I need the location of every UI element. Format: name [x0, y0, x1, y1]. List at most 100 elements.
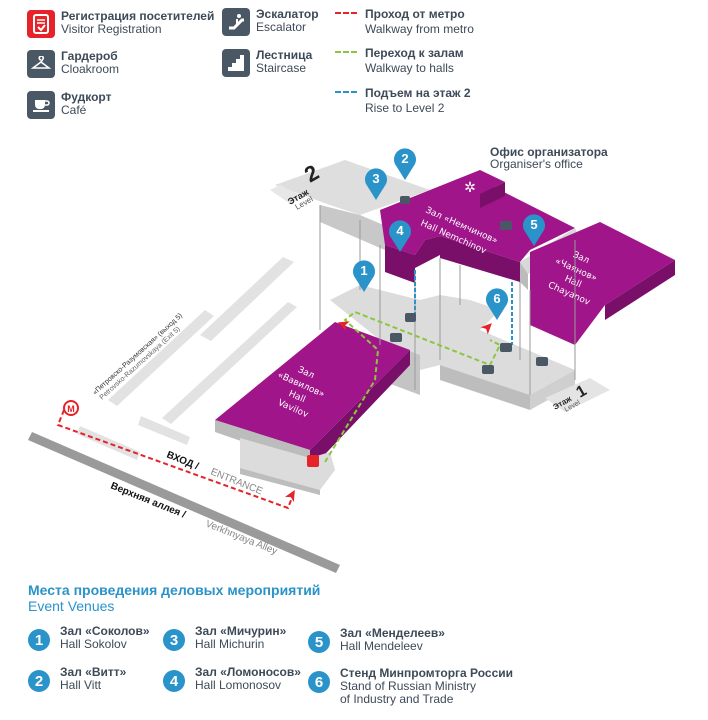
legend-label-ru: Подъем на этаж 2	[365, 86, 471, 100]
venues-title-en: Event Venues	[28, 598, 115, 614]
venue-name-en: Hall Lomonosov	[195, 678, 282, 692]
venue-name-en-line2: of Industry and Trade	[340, 692, 454, 706]
venue-pin-label: 1	[360, 263, 367, 278]
map-facility-icons	[307, 196, 548, 467]
route-walkway-from-metro	[56, 409, 294, 510]
venue-pin-label: 2	[401, 151, 408, 166]
venue-item-3: 3 Зал «Мичурин»Hall Michurin	[163, 625, 286, 651]
route-walkway-to-halls	[324, 310, 502, 463]
coffee-cup-icon	[27, 91, 55, 119]
staircase-icon	[222, 49, 250, 77]
escalator-icon	[500, 221, 512, 230]
registration-icon	[307, 455, 319, 467]
level-2-floor	[270, 160, 430, 250]
venue-pin-label: 5	[530, 217, 537, 232]
venue-item-1: 1 Зал «Соколов»Hall Sokolov	[28, 625, 150, 651]
map-pin-icon	[394, 148, 416, 180]
venue-number-badge: 2	[28, 670, 50, 692]
venue-name-ru: Зал «Соколов»	[60, 624, 150, 638]
metro-m-glyph: M	[67, 404, 75, 414]
organiser-office-ru: Офис организатора	[490, 145, 608, 159]
venues-title-ru: Места проведения деловых мероприятий	[28, 582, 321, 598]
legend-label-en: Walkway to halls	[365, 61, 454, 75]
venue-name-ru: Зал «Витт»	[60, 665, 127, 679]
food-court-icon	[405, 313, 416, 322]
registration-icon	[27, 10, 55, 38]
venue-number-badge: 3	[163, 629, 185, 651]
venue-pin-3[interactable]: 3	[365, 168, 387, 200]
legend-label-ru: Эскалатор	[256, 7, 319, 21]
blue-dashed-line-icon	[335, 91, 357, 93]
venue-pin-2[interactable]: 2	[394, 148, 416, 180]
venue-name-ru: Зал «Менделеев»	[340, 626, 445, 640]
hanger-icon	[27, 50, 55, 78]
legend-label-ru: Проход от метро	[365, 7, 465, 21]
legend-label-ru: Регистрация посетителей	[61, 9, 215, 23]
level-1-tag	[545, 378, 610, 412]
venue-name-ru: Зал «Мичурин»	[195, 624, 287, 638]
venue-number-badge: 5	[308, 631, 330, 653]
venue-number-badge: 1	[28, 629, 50, 651]
organiser-office-en: Organiser's office	[490, 157, 583, 171]
legend-label-en: Rise to Level 2	[365, 101, 445, 115]
venue-name-ru: Стенд Минпромторга России	[340, 666, 514, 680]
road	[28, 432, 340, 573]
legend-label-en: Walkway from metro	[365, 22, 474, 36]
organiser-office-icon: ✲	[464, 179, 476, 195]
venue-pin-6[interactable]: 6	[486, 288, 508, 320]
venue-pins: 1 2 3 4 5 6	[353, 148, 545, 320]
legend-label-ru: Переход к залам	[365, 46, 464, 60]
escalator-icon	[222, 8, 250, 36]
map-pin-icon	[353, 260, 376, 292]
food-court-icon	[400, 196, 410, 204]
organiser-office-label: Офис организатора Organiser's office	[490, 146, 608, 170]
venue-pin-4[interactable]: 4	[389, 220, 412, 252]
venue-name-ru: Зал «Ломоносов»	[195, 665, 301, 679]
venue-name-en: Hall Sokolov	[60, 637, 127, 651]
red-dashed-line-icon	[335, 12, 357, 14]
venue-number-badge: 4	[163, 670, 185, 692]
venue-item-2: 2 Зал «Витт»Hall Vitt	[28, 666, 126, 692]
hall-vavilov	[215, 322, 410, 495]
venue-name-en: Hall Mendeleev	[340, 639, 423, 653]
venue-pin-5[interactable]: 5	[523, 214, 545, 246]
map-pin-icon	[486, 288, 508, 320]
venue-item-5: 5 Зал «Менделеев»Hall Mendeleev	[308, 627, 445, 653]
escalator-icon	[500, 343, 512, 352]
venue-number-badge: 6	[308, 671, 330, 693]
legend-label-en: Visitor Registration	[61, 22, 162, 36]
map-pin-icon	[523, 214, 545, 246]
map-pin-icon	[389, 220, 412, 252]
legend-label-ru: Гардероб	[61, 49, 118, 63]
legend-label-en: Escalator	[256, 20, 307, 34]
venue-name-en: Stand of Russian Ministry	[340, 679, 477, 693]
entry-arrow-vavilov: ➤	[334, 314, 352, 335]
hall-chayanov	[530, 222, 675, 345]
legend-label-en: Staircase	[256, 61, 307, 75]
legend-label-ru: Фудкорт	[61, 90, 112, 104]
legend-label-ru: Лестница	[256, 48, 313, 62]
venue-pin-label: 3	[372, 171, 379, 186]
legend-label-en: Cloakroom	[61, 62, 120, 76]
venue-item-4: 4 Зал «Ломоносов»Hall Lomonosov	[163, 666, 301, 692]
legend-label-en: Café	[61, 103, 87, 117]
venue-pin-1[interactable]: 1	[353, 260, 376, 292]
cloakroom-icon	[482, 365, 494, 374]
food-court-icon	[536, 357, 548, 366]
metro-station-en: Petrovsko-Razumovskaya (Exit 5)	[99, 326, 182, 402]
venues-heading: Места проведения деловых мероприятий Eve…	[28, 582, 320, 615]
venue-name-en: Hall Vitt	[60, 678, 102, 692]
green-dashed-line-icon	[335, 51, 357, 53]
venue-pin-label: 6	[493, 291, 500, 306]
venue-name-en: Hall Michurin	[195, 637, 265, 651]
